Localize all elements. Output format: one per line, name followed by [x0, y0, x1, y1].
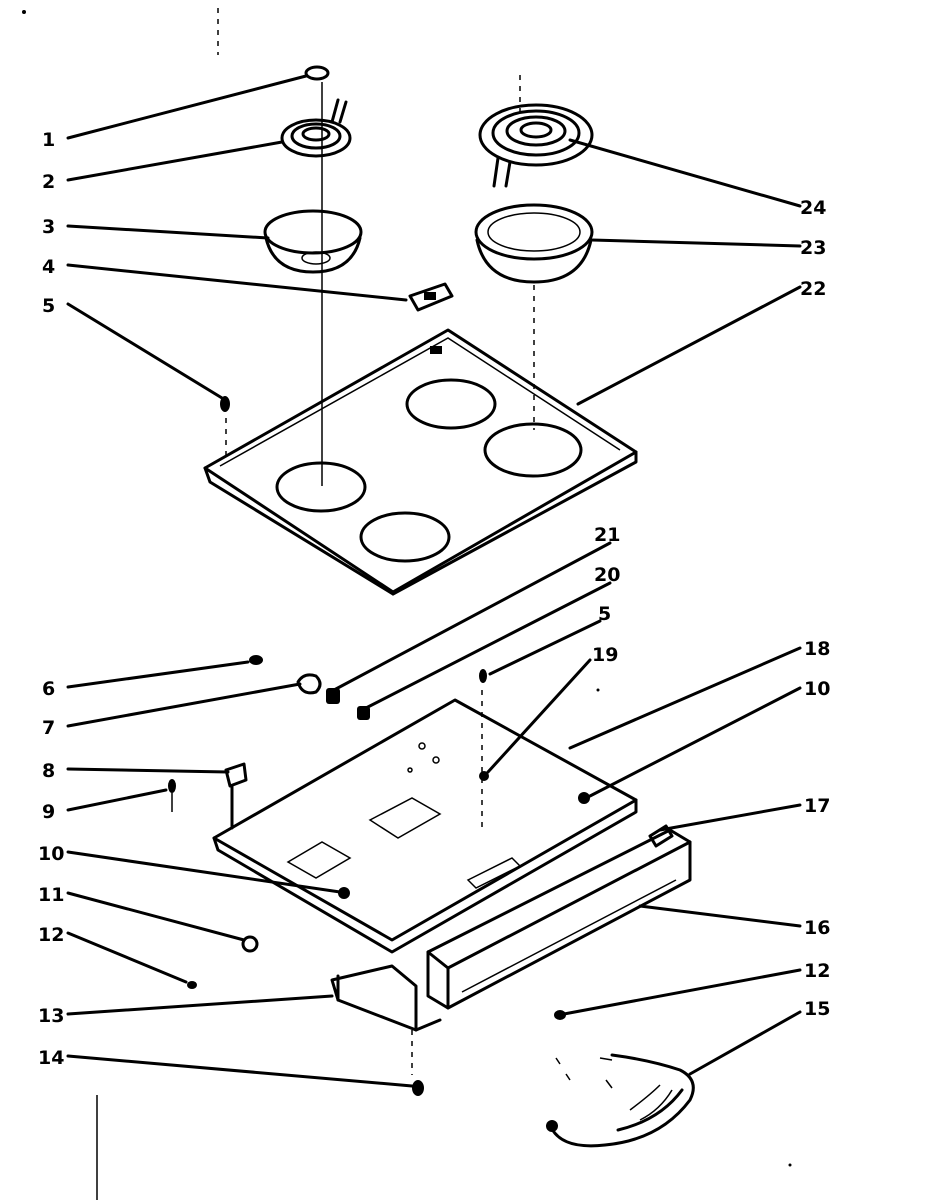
callout-4: 4	[42, 256, 55, 278]
part-15-wire-harness	[546, 1053, 695, 1148]
callout-6: 6	[42, 678, 55, 700]
callout-9: 9	[42, 801, 55, 823]
callout-2: 2	[42, 171, 55, 193]
callout-24: 24	[800, 197, 826, 219]
callout-14: 14	[38, 1047, 64, 1069]
part-22-cooktop	[203, 328, 638, 596]
part-13-bracket-channel	[330, 964, 442, 1032]
callout-10-left: 10	[38, 843, 64, 865]
callout-11: 11	[38, 884, 64, 906]
callout-15: 15	[804, 998, 830, 1020]
callout-13: 13	[38, 1005, 64, 1027]
assembly-guide-lines	[225, 75, 535, 1075]
callout-20: 20	[594, 564, 620, 586]
part-3-small-drip-bowl	[263, 209, 363, 274]
callout-5-upper: 5	[42, 295, 55, 317]
part-21-bushing	[326, 688, 340, 704]
callout-5-lower: 5	[598, 603, 611, 625]
part-11-spacer	[241, 935, 259, 953]
callout-3: 3	[42, 216, 55, 238]
callout-21: 21	[594, 524, 620, 546]
part-7-clip	[296, 673, 322, 695]
part-12-screw-right	[554, 1010, 566, 1020]
callout-17: 17	[804, 795, 830, 817]
callout-23: 23	[800, 237, 826, 259]
callout-12-left: 12	[38, 924, 64, 946]
part-23-large-drip-bowl	[474, 203, 594, 284]
callout-19: 19	[592, 644, 618, 666]
part-14-leveling-foot	[412, 1080, 424, 1096]
callout-18: 18	[804, 638, 830, 660]
leader-lines	[66, 74, 802, 1088]
part-5-screw-upper	[220, 396, 230, 412]
callout-12-right: 12	[804, 960, 830, 982]
part-6-nut	[249, 655, 263, 665]
callout-10-right: 10	[804, 678, 830, 700]
part-5-screw-lower	[479, 669, 487, 683]
part-4-terminal-block	[408, 282, 454, 312]
callout-16: 16	[804, 917, 830, 939]
callout-22: 22	[800, 278, 826, 300]
part-12-screw-left	[187, 981, 197, 989]
part-8-bracket	[224, 762, 248, 830]
part-9-screw	[168, 779, 176, 812]
part-2-small-surface-element	[280, 98, 352, 158]
part-18-top-panel	[212, 698, 638, 954]
part-1-cap	[304, 65, 330, 81]
callout-labels: 1 2 3 4 5 6 7 8 9 10 11 12 13 14 24 23 2…	[38, 129, 830, 1069]
scan-marks	[22, 8, 792, 1200]
part-20-screw	[357, 706, 370, 720]
callout-7: 7	[42, 717, 55, 739]
callout-1: 1	[42, 129, 55, 151]
callout-8: 8	[42, 760, 55, 782]
part-24-large-surface-element	[478, 103, 594, 188]
